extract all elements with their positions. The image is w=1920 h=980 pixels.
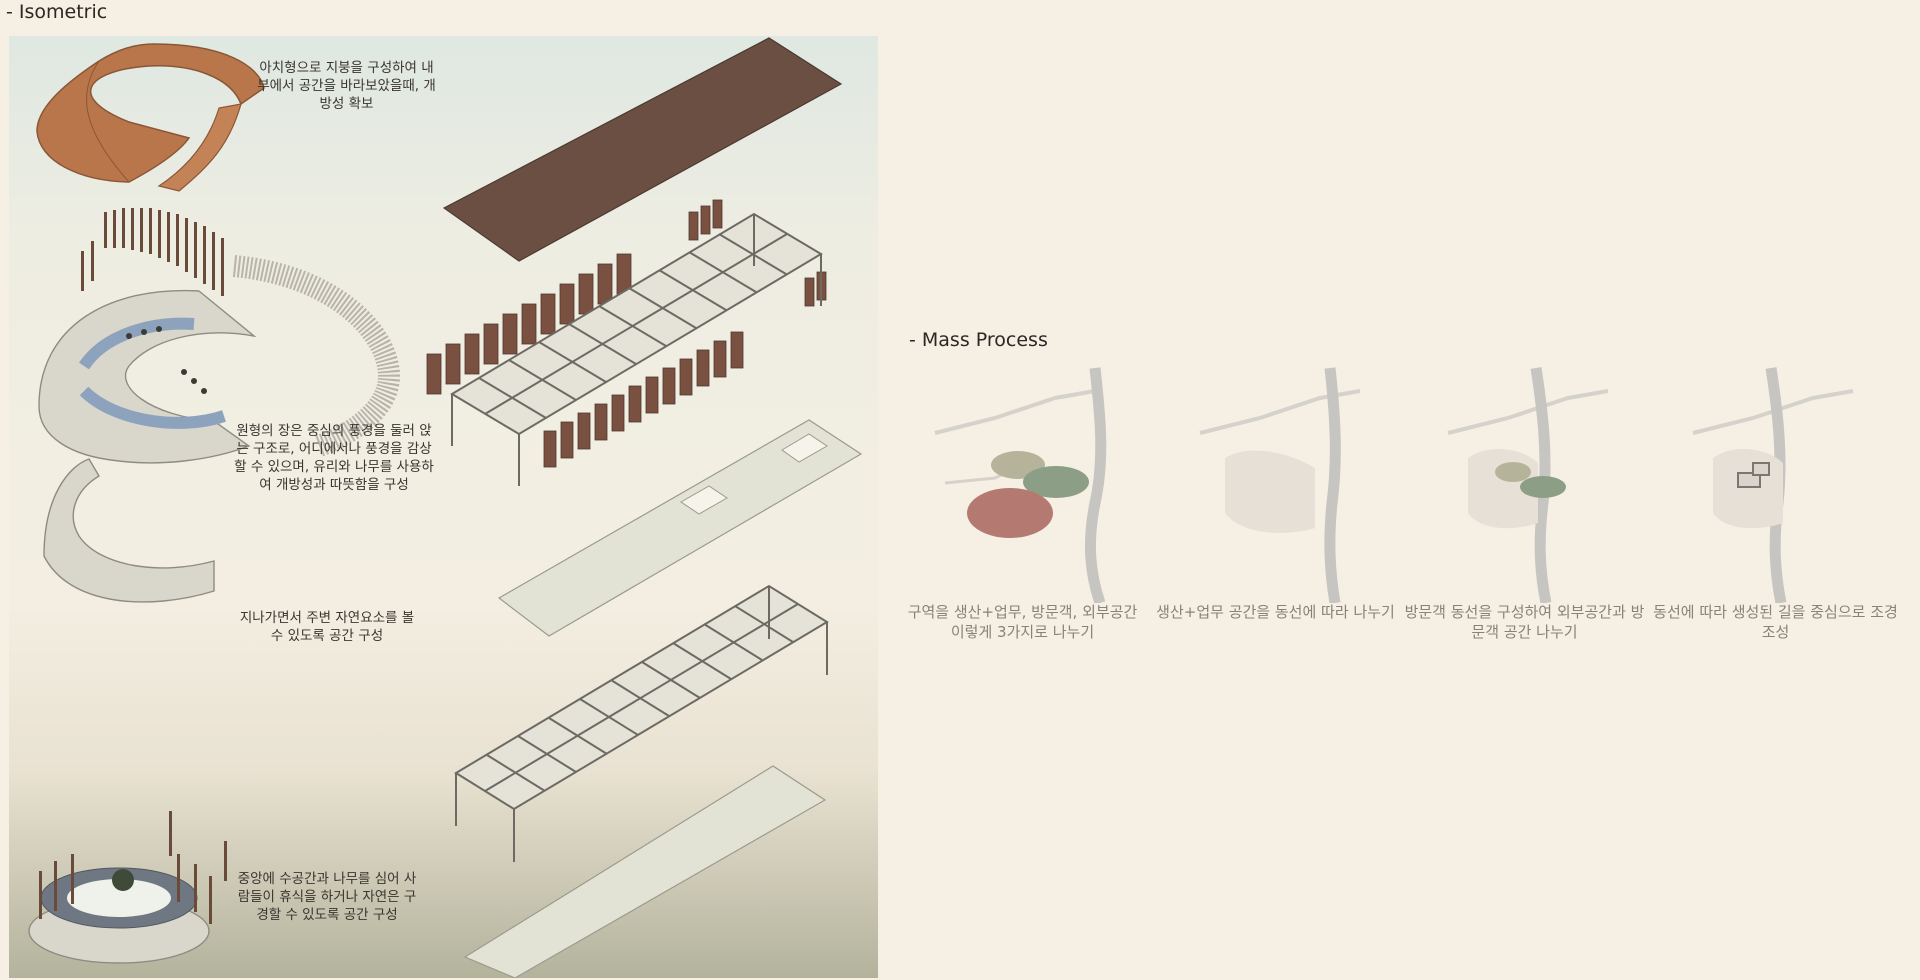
caption-roof: 아치형으로 지붕을 구성하여 내부에서 공간을 바라보았을때, 개방성 확보 — [257, 60, 436, 112]
isometric-panel: 아치형으로 지붕을 구성하여 내부에서 공간을 바라보았을때, 개방성 확보 원… — [9, 36, 878, 978]
long-roof-slab — [442, 37, 843, 262]
structure-frame-lower — [454, 584, 829, 862]
mass-process-title: - Mass Process — [909, 329, 1048, 351]
zone-production — [1495, 462, 1531, 482]
mass-step-4-caption: 동선에 따라 생성된 길을 중심으로 조경 조성 — [1653, 603, 1898, 641]
mass-step-2-map — [1180, 363, 1395, 604]
ring-building — [38, 255, 401, 464]
mass-step-3-map — [1428, 363, 1643, 605]
wood-panels-lower — [543, 331, 744, 468]
ground-slab — [463, 765, 827, 978]
zone-visitor — [1520, 476, 1566, 498]
mass-step-1-map — [915, 363, 1130, 605]
plaza — [28, 811, 227, 964]
mass-step-2-caption: 생산+업무 공간을 동선에 따라 나누기 — [1156, 603, 1395, 621]
floor-slab-upper — [497, 419, 863, 637]
isometric-title: - Isometric — [6, 1, 108, 23]
zone-outdoor — [967, 488, 1053, 538]
zone-visitor — [1023, 466, 1089, 498]
mass-step-3-caption: 방문객 동선을 구성하여 외부공간과 방문객 공간 나누기 — [1404, 603, 1645, 641]
caption-plaza: 중앙에 수공간과 나무를 심어 사람들이 휴식을 하거나 자연은 구경할 수 있… — [237, 871, 417, 923]
wood-panels-left — [426, 253, 632, 395]
caption-path: 지나가면서 주변 자연요소를 볼 수 있도록 공간 구성 — [239, 610, 415, 644]
timber-columns — [81, 208, 224, 296]
curved-path-wall — [43, 458, 215, 603]
mass-step-1-caption: 구역을 생산+업무, 방문객, 외부공간 이렇게 3가지로 나누기 — [907, 603, 1138, 641]
arched-roof — [36, 43, 265, 192]
caption-ring: 원형의 장은 중심의 풍경을 둘러 앉는 구조로, 어디에서나 풍경을 감상할 … — [234, 423, 434, 493]
mass-step-4-map — [1673, 363, 1888, 605]
structure-frame-upper — [450, 212, 823, 486]
